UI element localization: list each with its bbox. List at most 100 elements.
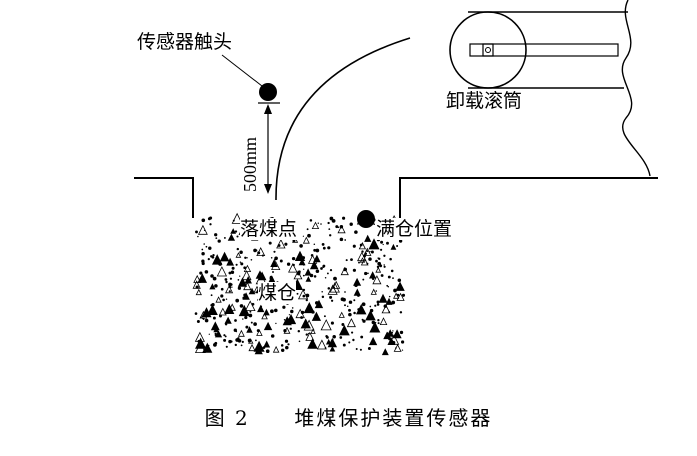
coal-particle <box>253 322 257 326</box>
coal-particle <box>369 305 372 308</box>
coal-particle <box>311 344 313 347</box>
coal-particle <box>276 238 286 249</box>
coal-particle <box>257 304 265 313</box>
coal-particle <box>237 277 248 287</box>
coal-particle <box>377 319 380 322</box>
coal-particle <box>390 258 392 260</box>
coal-particle <box>396 245 399 247</box>
coal-particle <box>348 312 352 317</box>
coal-particle <box>293 270 303 280</box>
coal-particle <box>332 335 336 339</box>
coal-particle <box>210 274 214 278</box>
coal-particle <box>311 221 320 230</box>
coal-particle <box>314 299 324 309</box>
coal-particle <box>327 284 338 295</box>
coal-particle <box>385 297 393 305</box>
coal-particle <box>369 271 377 279</box>
coal-particle <box>194 312 198 315</box>
coal-particle <box>246 256 248 259</box>
coal-particle <box>224 323 228 326</box>
coal-particle <box>368 336 378 346</box>
coal-particle <box>392 277 394 279</box>
coal-particle <box>310 254 314 257</box>
coal-particle <box>307 254 318 264</box>
coal-particle <box>224 335 227 338</box>
coal-particle <box>283 326 291 334</box>
coal-particle <box>212 276 217 281</box>
coal-particle <box>348 308 351 312</box>
coal-particle <box>234 343 237 347</box>
coal-particle <box>326 272 329 275</box>
coal-particle <box>207 304 218 316</box>
coal-particle <box>339 336 343 339</box>
coal-particle <box>240 344 243 347</box>
coal-particle <box>358 261 360 264</box>
coal-particle <box>313 275 317 278</box>
coal-particle <box>313 248 317 252</box>
coal-particle <box>209 283 216 290</box>
coal-particle <box>243 281 252 291</box>
coal-particle <box>241 340 244 344</box>
coal-particle <box>201 248 204 251</box>
coal-particle <box>286 262 291 266</box>
coal-particle <box>298 340 301 343</box>
coal-particle <box>373 329 377 332</box>
coal-particle <box>228 271 232 275</box>
coal-particle <box>392 329 402 339</box>
coal-particle <box>401 293 406 297</box>
coal-particle <box>387 337 396 346</box>
coal-particle <box>284 339 289 343</box>
coal-particle <box>263 308 270 316</box>
coal-particle <box>369 308 374 313</box>
coal-particle <box>329 234 332 237</box>
coal-particle <box>368 257 372 261</box>
coal-particle <box>303 268 305 270</box>
coal-particle <box>367 347 371 350</box>
coal-particle <box>229 277 233 280</box>
coal-particle <box>327 287 331 290</box>
coal-particle <box>375 290 378 292</box>
coal-particle <box>341 323 345 326</box>
coal-particle <box>329 282 340 293</box>
coal-particle <box>214 284 218 288</box>
figure-title: 堆煤保护装置传感器 <box>294 406 493 430</box>
coal-particle <box>360 257 369 266</box>
coal-particle <box>309 273 314 278</box>
coal-particle <box>393 288 397 293</box>
coal-particle <box>256 329 260 333</box>
coal-particle <box>195 285 199 289</box>
coal-particle <box>244 315 248 320</box>
coal-particle <box>383 254 386 257</box>
coal-particle <box>359 243 363 247</box>
coal-particle <box>236 235 239 238</box>
coal-particle <box>275 322 277 325</box>
coal-particle <box>257 251 261 255</box>
coal-particle <box>392 330 394 332</box>
coal-particle <box>231 212 243 224</box>
coal-particle <box>197 235 199 238</box>
coal-particle <box>302 235 305 237</box>
coal-particle <box>249 310 252 313</box>
coal-particle <box>368 238 380 250</box>
coal-particle <box>237 279 240 281</box>
coal-particle <box>325 334 328 338</box>
coal-particle <box>345 259 348 262</box>
coal-particle <box>328 228 331 231</box>
coal-particle <box>250 321 253 324</box>
dimension-arrow-bottom <box>264 184 272 194</box>
coal-particle <box>287 343 290 346</box>
coal-particle <box>331 219 336 223</box>
coal-particle <box>256 329 263 336</box>
coal-particle <box>212 316 216 320</box>
coal-particle <box>377 257 379 259</box>
drum-shaft <box>469 43 619 57</box>
coal-particle <box>399 330 404 335</box>
coal-particle <box>383 264 385 266</box>
coal-particle <box>220 287 224 291</box>
coal-particle <box>355 304 367 315</box>
coal-particle <box>239 261 242 263</box>
coal-particle <box>244 276 252 284</box>
coal-particle <box>300 310 305 315</box>
coal-particle <box>366 250 369 253</box>
